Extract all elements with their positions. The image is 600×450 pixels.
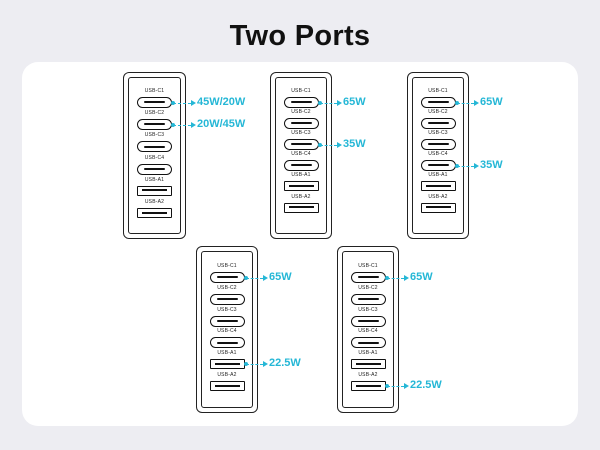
port-label: USB-A2 — [358, 372, 378, 378]
arrow-right-icon — [191, 121, 196, 128]
charger-body-outline — [128, 77, 181, 234]
power-output-label: 22.5W — [410, 379, 442, 391]
port-label: USB-A2 — [291, 193, 311, 200]
port-label: USB-C1 — [358, 263, 378, 269]
usb-c-port-2 — [350, 293, 386, 305]
port-label: USB-A1 — [358, 350, 378, 357]
page-title: Two Ports — [229, 20, 371, 52]
output-leader-line — [245, 277, 263, 279]
port-label: USB-C3 — [428, 130, 448, 137]
port-label: USB-A1 — [217, 350, 237, 357]
usb-a-port-1 — [283, 181, 319, 192]
port-label: USB-C1 — [428, 88, 448, 94]
port-label: USB-C4 — [291, 151, 311, 158]
usb-c-port-4 — [350, 337, 386, 349]
usb-a-port-1 — [209, 359, 245, 370]
arrow-right-icon — [474, 162, 479, 169]
usb-c-port-4 — [209, 337, 245, 349]
output-leader-line — [386, 277, 404, 279]
arrow-right-icon — [337, 99, 342, 106]
output-leader-line — [386, 386, 404, 387]
port-label: USB-A1 — [144, 176, 165, 183]
port-label: USB-A2 — [217, 372, 237, 378]
charger-body-outline — [201, 251, 253, 408]
port-label: USB-C3 — [217, 306, 237, 313]
port-label: USB-C3 — [358, 306, 378, 313]
charger-body-outline — [412, 77, 464, 234]
usb-c-port-4 — [283, 160, 319, 172]
port-label: USB-C4 — [217, 328, 237, 335]
port-label: USB-C4 — [358, 328, 378, 335]
power-output-label: 45W/20W — [197, 95, 246, 108]
port-label: USB-C1 — [144, 88, 165, 94]
arrow-right-icon — [191, 99, 196, 106]
arrow-right-icon — [404, 274, 409, 281]
usb-c-port-1 — [283, 97, 319, 108]
output-leader-line — [245, 364, 263, 366]
charger-body-outline — [275, 77, 327, 234]
port-label: USB-C2 — [358, 284, 378, 291]
arrow-right-icon — [474, 99, 479, 106]
power-output-label: 65W — [269, 270, 292, 283]
usb-c-port-4 — [137, 163, 172, 175]
arrow-right-icon — [404, 383, 409, 389]
power-output-label: 35W — [343, 137, 366, 150]
port-label: USB-C1 — [217, 263, 237, 269]
usb-a-port-1 — [420, 181, 456, 192]
port-label: USB-C3 — [144, 132, 165, 139]
charger-body-outline — [342, 251, 394, 408]
output-leader-line — [456, 102, 474, 104]
usb-a-port-2 — [283, 202, 319, 213]
usb-a-port-2 — [420, 202, 456, 213]
usb-c-port-1 — [209, 272, 245, 283]
port-label: USB-A1 — [428, 172, 448, 179]
usb-c-port-2 — [209, 293, 245, 305]
usb-c-port-3 — [209, 315, 245, 327]
usb-a-port-1 — [350, 359, 386, 370]
arrow-right-icon — [263, 274, 268, 281]
port-label: USB-C2 — [144, 110, 165, 117]
usb-c-port-1 — [137, 97, 172, 108]
port-label: USB-C4 — [428, 151, 448, 158]
power-output-label: 65W — [410, 270, 433, 283]
usb-a-port-2 — [350, 381, 386, 391]
usb-c-port-4 — [420, 160, 456, 172]
usb-c-port-3 — [420, 139, 456, 151]
output-leader-line — [319, 102, 337, 104]
port-label: USB-A2 — [144, 199, 165, 205]
port-label: USB-C1 — [291, 88, 311, 94]
usb-a-port-1 — [137, 185, 172, 196]
usb-a-port-2 — [209, 381, 245, 391]
port-label: USB-C2 — [428, 109, 448, 116]
usb-c-port-1 — [350, 272, 386, 283]
usb-c-port-2 — [420, 118, 456, 130]
output-leader-line — [173, 102, 191, 104]
port-label: USB-A1 — [291, 172, 311, 179]
port-label: USB-C2 — [217, 284, 237, 291]
arrow-right-icon — [263, 361, 268, 368]
port-label: USB-C3 — [291, 130, 311, 137]
power-output-label: 65W — [343, 95, 366, 108]
power-output-label: 65W — [480, 95, 503, 108]
port-label: USB-C4 — [144, 154, 165, 161]
port-label: USB-C2 — [291, 109, 311, 116]
usb-c-port-2 — [283, 118, 319, 130]
power-output-label: 20W/45W — [197, 117, 246, 130]
usb-c-port-1 — [420, 97, 456, 108]
usb-c-port-3 — [283, 139, 319, 151]
usb-a-port-2 — [137, 208, 172, 218]
output-leader-line — [456, 165, 474, 167]
usb-c-port-2 — [137, 119, 172, 131]
power-output-label: 22.5W — [269, 357, 301, 370]
output-leader-line — [319, 144, 337, 146]
output-leader-line — [173, 124, 191, 126]
usb-c-port-3 — [350, 315, 386, 327]
port-label: USB-A2 — [428, 193, 448, 200]
power-output-label: 35W — [480, 158, 503, 171]
usb-c-port-3 — [137, 141, 172, 153]
arrow-right-icon — [337, 141, 342, 148]
